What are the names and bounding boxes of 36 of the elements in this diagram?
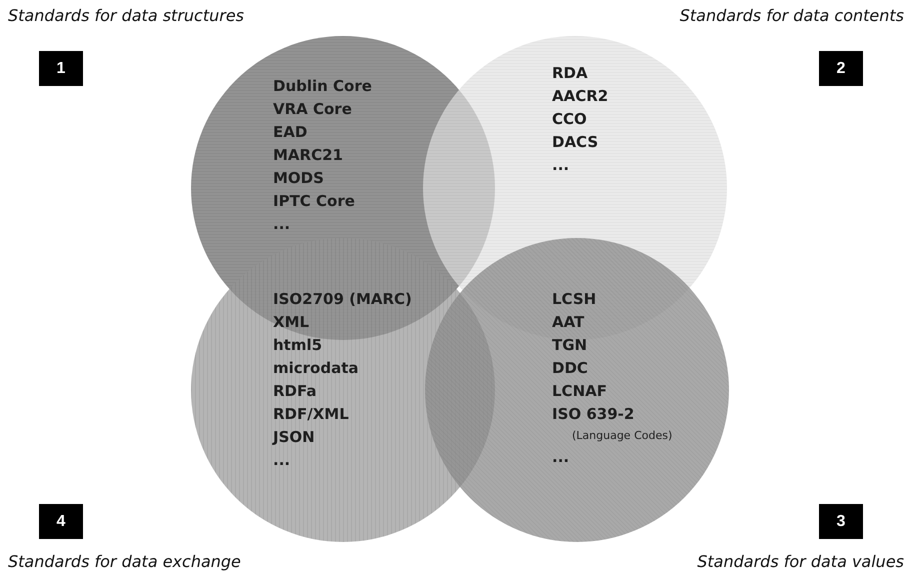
- list-item: JSON: [273, 427, 316, 448]
- list-item: ...: [273, 450, 292, 471]
- section-heading: Standards for data exchange: [8, 552, 241, 571]
- list-item: AACR2: [552, 86, 608, 107]
- list-item: ISO 639-2: [552, 404, 636, 425]
- list-item: LCSH: [552, 289, 598, 310]
- list-item: RDFa: [273, 381, 318, 402]
- list-item: MARC21: [273, 145, 344, 166]
- list-item: html5: [273, 335, 324, 356]
- list-item: Dublin Core: [273, 76, 372, 97]
- list-item: AAT: [552, 312, 586, 333]
- section-heading: Standards for data structures: [8, 6, 244, 25]
- number-badge: 1: [39, 51, 83, 86]
- list-item: (Language Codes): [571, 428, 672, 444]
- list-item: CCO: [552, 109, 588, 130]
- number-badge: 3: [819, 504, 863, 539]
- number-badge: 4: [39, 504, 83, 539]
- section-heading: Standards for data contents: [680, 6, 904, 25]
- list-item: LCNAF: [552, 381, 608, 402]
- list-item: DDC: [552, 358, 589, 379]
- list-item: ISO2709 (MARC): [273, 289, 412, 310]
- number-badge: 2: [819, 51, 863, 86]
- list-item: TGN: [552, 335, 588, 356]
- list-item: RDF/XML: [273, 404, 350, 425]
- list-item: XML: [273, 312, 310, 333]
- list-item: DACS: [552, 132, 600, 153]
- section-heading: Standards for data values: [697, 552, 904, 571]
- list-item: EAD: [273, 122, 308, 143]
- list-item: ...: [552, 447, 570, 468]
- list-item: IPTC Core: [273, 191, 356, 212]
- list-item: MODS: [273, 168, 325, 189]
- list-item: ...: [273, 214, 292, 235]
- list-item: RDA: [552, 63, 589, 84]
- list-item: VRA Core: [273, 99, 353, 120]
- list-item: ...: [552, 155, 570, 176]
- list-item: microdata: [273, 358, 360, 379]
